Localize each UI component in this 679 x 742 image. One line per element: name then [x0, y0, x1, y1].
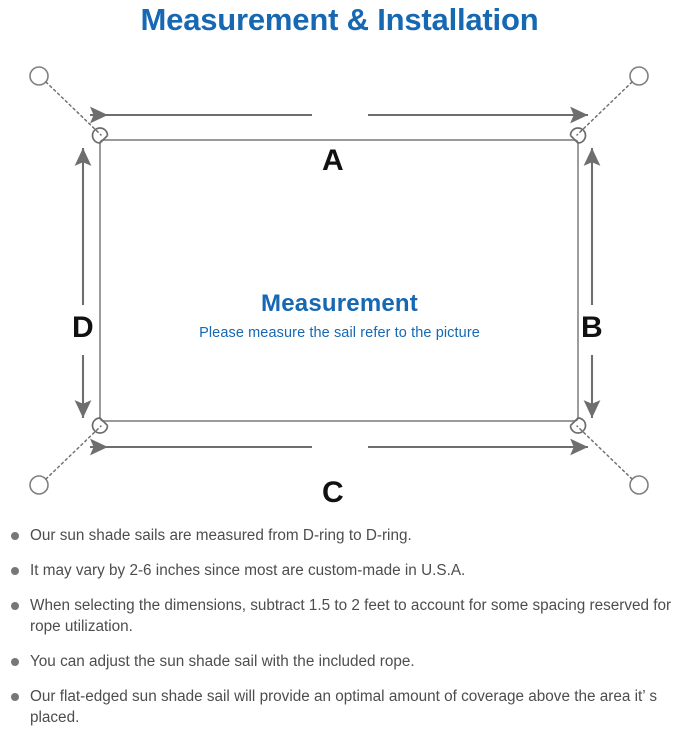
dimension-label-b: B — [581, 311, 603, 344]
d-ring-bar-top-left — [99, 134, 109, 144]
list-item-text: Our sun shade sails are measured from D-… — [30, 527, 412, 544]
bullet-dot-icon — [11, 532, 19, 540]
anchor-circle-icon-bottom-left — [29, 475, 49, 495]
d-ring-icon-bottom-left — [91, 417, 109, 434]
dimension-label-d: D — [72, 311, 94, 344]
bullet-dot-icon — [11, 658, 19, 666]
dotted-rope-line-icon-top-left — [45, 81, 102, 136]
anchor-circle-icon-bottom-right — [629, 475, 649, 495]
sail-outline — [99, 139, 579, 422]
list-item-text: You can adjust the sun shade sail with t… — [30, 653, 415, 670]
diagram-center-title: Measurement — [261, 290, 418, 317]
d-ring-bar-bottom-right — [569, 417, 579, 427]
dimension-label-c: C — [322, 476, 344, 509]
dotted-rope-line-icon-top-right — [576, 81, 633, 136]
anchor-circle-icon-top-right — [629, 66, 649, 86]
d-ring-bar-top-right — [569, 134, 579, 144]
list-item: Our flat-edged sun shade sail will provi… — [0, 686, 679, 728]
d-ring-icon-top-right — [569, 127, 587, 144]
diagram-svg — [29, 66, 649, 495]
dotted-rope-line-icon-bottom-left — [45, 425, 102, 480]
measurement-diagram: Measurement Please measure the sail refe… — [0, 48, 679, 518]
list-item-text: Our flat-edged sun shade sail will provi… — [30, 688, 657, 726]
list-item-text: It may vary by 2-6 inches since most are… — [30, 562, 466, 579]
list-item: It may vary by 2-6 inches since most are… — [0, 560, 679, 581]
diagram-center-subtitle: Please measure the sail refer to the pic… — [199, 325, 480, 341]
list-item: When selecting the dimensions, subtract … — [0, 595, 679, 637]
d-ring-icon-bottom-right — [569, 417, 587, 434]
dimension-label-a: A — [322, 144, 344, 177]
dotted-rope-line-icon-bottom-right — [576, 425, 633, 480]
list-item: Our sun shade sails are measured from D-… — [0, 525, 679, 546]
list-item: You can adjust the sun shade sail with t… — [0, 651, 679, 672]
d-ring-bar-bottom-left — [99, 417, 109, 427]
anchor-circle-icon-top-left — [29, 66, 49, 86]
bullet-dot-icon — [11, 567, 19, 575]
page-title: Measurement & Installation — [140, 2, 539, 37]
bullet-dot-icon — [11, 602, 19, 610]
d-ring-icon-top-left — [91, 127, 109, 144]
bullet-dot-icon — [11, 693, 19, 701]
notes-list: Our sun shade sails are measured from D-… — [0, 525, 679, 742]
list-item-text: When selecting the dimensions, subtract … — [30, 597, 672, 635]
